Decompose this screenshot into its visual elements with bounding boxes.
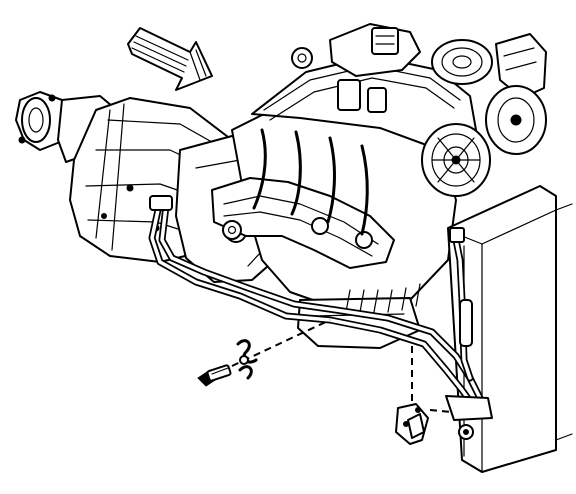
- bracket-icon: [395, 403, 429, 445]
- alternator-icon: [421, 85, 547, 197]
- cooler-line-icon: [148, 195, 493, 440]
- clip-icon: [236, 339, 258, 380]
- assembly-line-radiator: [429, 409, 453, 413]
- direction-arrow-icon: [127, 27, 213, 91]
- bolt-icon: [197, 364, 232, 387]
- spark-plug-wires: [252, 128, 369, 236]
